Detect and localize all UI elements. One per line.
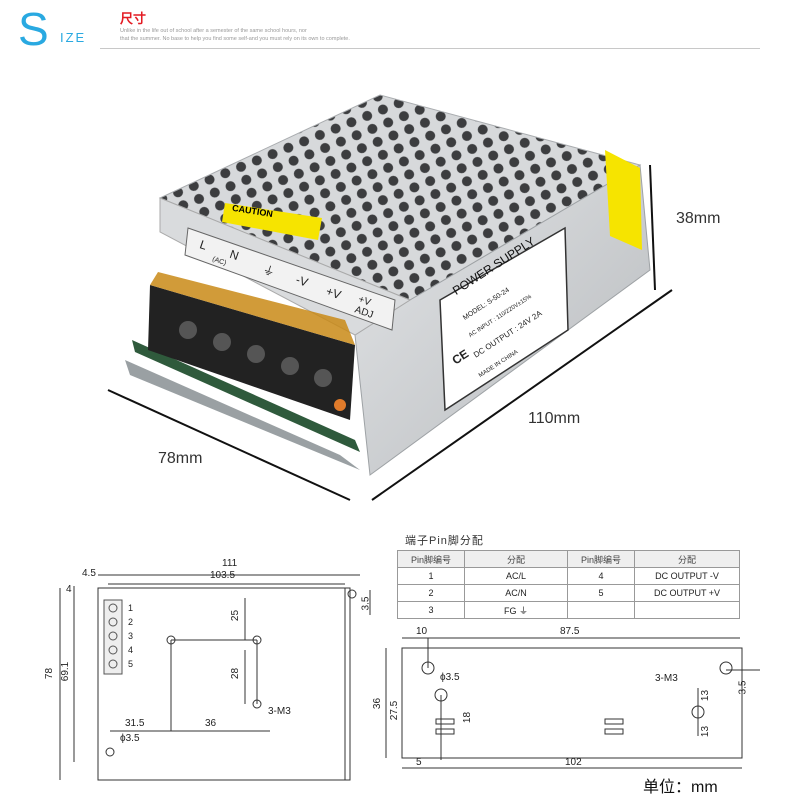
front-dim-4: 4 <box>66 584 72 595</box>
terminal-screws <box>179 321 332 387</box>
pin-header-assign-1: 分配 <box>464 550 568 568</box>
side-dim-3-5: 3.5 <box>737 680 749 695</box>
front-dim-28: 28 <box>230 667 242 680</box>
nameplate <box>439 226 569 412</box>
pin-header-assign-2: 分配 <box>634 550 740 568</box>
table-cell: AC/L <box>464 567 568 585</box>
table-cell <box>634 601 740 619</box>
side-view-drawing <box>385 637 760 769</box>
table-row: 1 AC/L 4 DC OUTPUT -V <box>397 567 740 585</box>
side-dim-27-5: 27.5 <box>389 700 401 721</box>
dim-length-label: 110mm <box>528 410 581 427</box>
header-subtitle-2: that the summer. No base to help you fin… <box>120 36 350 42</box>
header-logo-rest: IZE <box>60 30 87 45</box>
table-cell: 3 <box>397 601 465 619</box>
dim-line-width <box>107 389 351 501</box>
terminal-label-strip <box>184 227 396 331</box>
base-plate <box>125 360 360 470</box>
pcb-board <box>132 340 360 452</box>
side-dim-18: 18 <box>462 711 474 724</box>
dim-line-height <box>649 164 656 291</box>
side-dim-102: 102 <box>565 757 582 768</box>
front-pin-1: 1 <box>128 603 134 613</box>
product-photo <box>107 94 673 501</box>
front-view-drawing <box>59 574 371 781</box>
pin-table: Pin脚编号 分配 Pin脚编号 分配 1 AC/L 4 DC OUTPUT -… <box>397 550 740 619</box>
front-pin-4: 4 <box>128 645 134 655</box>
header-title: 尺寸 <box>120 11 147 26</box>
pin-header-no-1: Pin脚编号 <box>397 550 465 568</box>
front-screw-spec: 3-M3 <box>268 706 291 717</box>
table-cell: 5 <box>567 584 635 602</box>
table-cell <box>567 601 635 619</box>
side-dim-36: 36 <box>372 697 384 710</box>
table-cell: FG ⏚ <box>464 601 568 619</box>
table-cell: DC OUTPUT +V <box>634 584 740 602</box>
table-cell: 1 <box>397 567 465 585</box>
front-pin-5: 5 <box>128 659 134 669</box>
front-dim-4-5: 4.5 <box>82 568 96 579</box>
front-terminal-pins <box>103 599 123 675</box>
unit-label: 单位：mm <box>643 779 718 796</box>
table-cell: 2 <box>397 584 465 602</box>
front-dim-103-5: 103.5 <box>210 570 236 581</box>
adjust-potentiometer <box>334 399 346 411</box>
front-dim-31-5: 31.5 <box>125 718 145 729</box>
side-hole-diameter: ϕ3.5 <box>440 672 460 683</box>
side-vent-slots <box>435 718 624 735</box>
front-dim-36: 36 <box>205 718 217 729</box>
table-cell: AC/N <box>464 584 568 602</box>
table-row: 3 FG ⏚ <box>397 601 740 619</box>
side-dim-13-b: 13 <box>700 725 712 738</box>
side-outline <box>401 647 743 759</box>
front-dim-69-1: 69.1 <box>60 661 72 682</box>
pin-header-no-2: Pin脚编号 <box>567 550 635 568</box>
side-dim-5: 5 <box>416 757 422 768</box>
front-outline <box>97 587 351 781</box>
header-divider <box>100 48 760 49</box>
caution-label <box>222 203 322 240</box>
header-logo-letter: S <box>18 3 49 55</box>
front-dim-25: 25 <box>230 609 242 622</box>
terminal-cover <box>150 272 355 345</box>
dim-line-length <box>371 289 673 501</box>
side-terminal-label <box>605 150 642 250</box>
front-hole-diameter: ϕ3.5 <box>120 733 140 744</box>
front-dim-3-5: 3.5 <box>360 596 372 611</box>
side-dim-13-a: 13 <box>700 689 712 702</box>
side-dim-87-5: 87.5 <box>560 626 580 637</box>
table-cell: DC OUTPUT -V <box>634 567 740 585</box>
front-dim-78: 78 <box>44 667 56 680</box>
front-dim-111: 111 <box>222 558 238 569</box>
pin-table-title: 端子Pin脚分配 <box>405 535 484 547</box>
table-row: 2 AC/N 5 DC OUTPUT +V <box>397 584 740 602</box>
table-cell: 4 <box>567 567 635 585</box>
front-pin-3: 3 <box>128 631 134 641</box>
header-subtitle-1: Unlike in the life out of school after a… <box>120 28 307 34</box>
side-screw-spec: 3-M3 <box>655 673 678 684</box>
front-pin-2: 2 <box>128 617 134 627</box>
side-dim-10: 10 <box>416 626 428 637</box>
dim-height-label: 38mm <box>676 210 721 227</box>
dim-width-label: 78mm <box>158 450 203 467</box>
